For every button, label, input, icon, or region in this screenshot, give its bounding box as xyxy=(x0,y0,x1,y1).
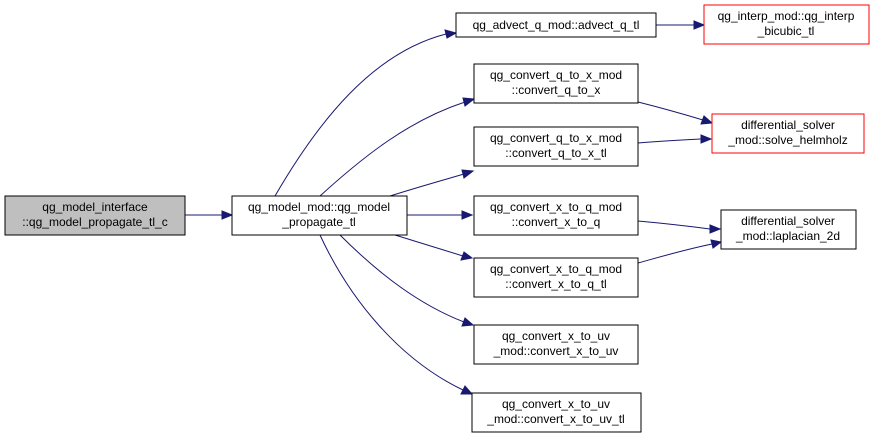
node-label-line1: differential_solver xyxy=(741,214,835,228)
node-label-line2: _bicubic_tl xyxy=(757,24,815,38)
node-qg-interp-bicubic-tl[interactable]: qg_interp_mod::qg_interp _bicubic_tl xyxy=(703,4,870,45)
node-label-line1: differential_solver xyxy=(741,118,835,132)
node-label-line1: qg_advect_q_mod::advect_q_tl xyxy=(473,18,640,32)
node-label-line1: qg_convert_x_to_uv xyxy=(502,329,610,343)
node-label-line2: ::convert_x_to_q_tl xyxy=(505,277,606,291)
node-label-line1: qg_model_interface xyxy=(42,200,148,214)
node-convert-x-to-q[interactable]: qg_convert_x_to_q_mod ::convert_x_to_q xyxy=(473,195,639,236)
node-convert-x-to-q-tl[interactable]: qg_convert_x_to_q_mod ::convert_x_to_q_t… xyxy=(473,257,639,298)
node-qg-model-propagate-tl-c[interactable]: qg_model_interface ::qg_model_propagate_… xyxy=(4,195,186,236)
node-label-line2: _mod::laplacian_2d xyxy=(735,229,840,243)
node-convert-x-to-uv-tl[interactable]: qg_convert_x_to_uv _mod::convert_x_to_uv… xyxy=(471,392,642,433)
node-label-line1: qg_convert_x_to_q_mod xyxy=(490,200,622,214)
node-label-line1: qg_model_mod::qg_model xyxy=(248,200,390,214)
node-label-line2: ::convert_q_to_x xyxy=(512,83,601,97)
edge-x_to_q-to-laplacian xyxy=(637,220,722,234)
edge-propagate-to-q_to_x xyxy=(319,97,476,197)
node-convert-q-to-x[interactable]: qg_convert_q_to_x_mod ::convert_q_to_x xyxy=(473,63,639,104)
node-laplacian-2d[interactable]: differential_solver _mod::laplacian_2d xyxy=(720,209,857,250)
edge-q_to_x-to-helmholz xyxy=(637,101,714,125)
node-convert-x-to-uv[interactable]: qg_convert_x_to_uv _mod::convert_x_to_uv xyxy=(473,324,639,365)
node-label-line2: _mod::solve_helmholz xyxy=(727,133,847,147)
node-label-line2: _mod::convert_x_to_uv xyxy=(493,344,619,358)
node-label-line1: qg_convert_q_to_x_mod xyxy=(490,131,622,145)
node-convert-q-to-x-tl[interactable]: qg_convert_q_to_x_mod ::convert_q_to_x_t… xyxy=(473,126,639,167)
edge-propagate-to-advect xyxy=(274,29,458,197)
edge-propagate-to-x_to_uv xyxy=(339,234,475,327)
node-label-line1: qg_interp_mod::qg_interp xyxy=(718,9,855,23)
node-label-line1: qg_convert_q_to_x_mod xyxy=(490,68,622,82)
edge-x_to_q_tl-to-laplacian xyxy=(637,239,723,264)
node-label-line2: _propagate_tl xyxy=(281,215,355,229)
edge-advect-to-interp xyxy=(656,20,706,30)
node-advect-q-tl[interactable]: qg_advect_q_mod::advect_q_tl xyxy=(455,12,657,38)
edge-propagate-to-x_to_q xyxy=(407,210,474,220)
node-label-line2: ::convert_q_to_x_tl xyxy=(505,146,606,160)
edge-root-to-propagate xyxy=(185,210,234,220)
node-label-line1: qg_convert_x_to_q_mod xyxy=(490,262,622,276)
edge-propagate-to-q_to_x_tl xyxy=(389,169,475,197)
edge-q_to_x_tl-to-helmholz xyxy=(637,134,713,144)
edge-propagate-to-x_to_q_tl xyxy=(394,234,474,261)
node-qg-model-propagate-tl[interactable]: qg_model_mod::qg_model _propagate_tl xyxy=(231,195,408,236)
node-label-line2: ::convert_x_to_q xyxy=(512,215,601,229)
node-label-line2: ::qg_model_propagate_tl_c xyxy=(22,215,167,229)
node-solve-helmholz[interactable]: differential_solver _mod::solve_helmholz xyxy=(711,113,865,154)
node-label-line1: qg_convert_x_to_uv xyxy=(502,397,610,411)
node-label-line2: _mod::convert_x_to_uv_tl xyxy=(486,412,624,426)
edge-propagate-to-x_to_uv_tl xyxy=(319,234,474,395)
